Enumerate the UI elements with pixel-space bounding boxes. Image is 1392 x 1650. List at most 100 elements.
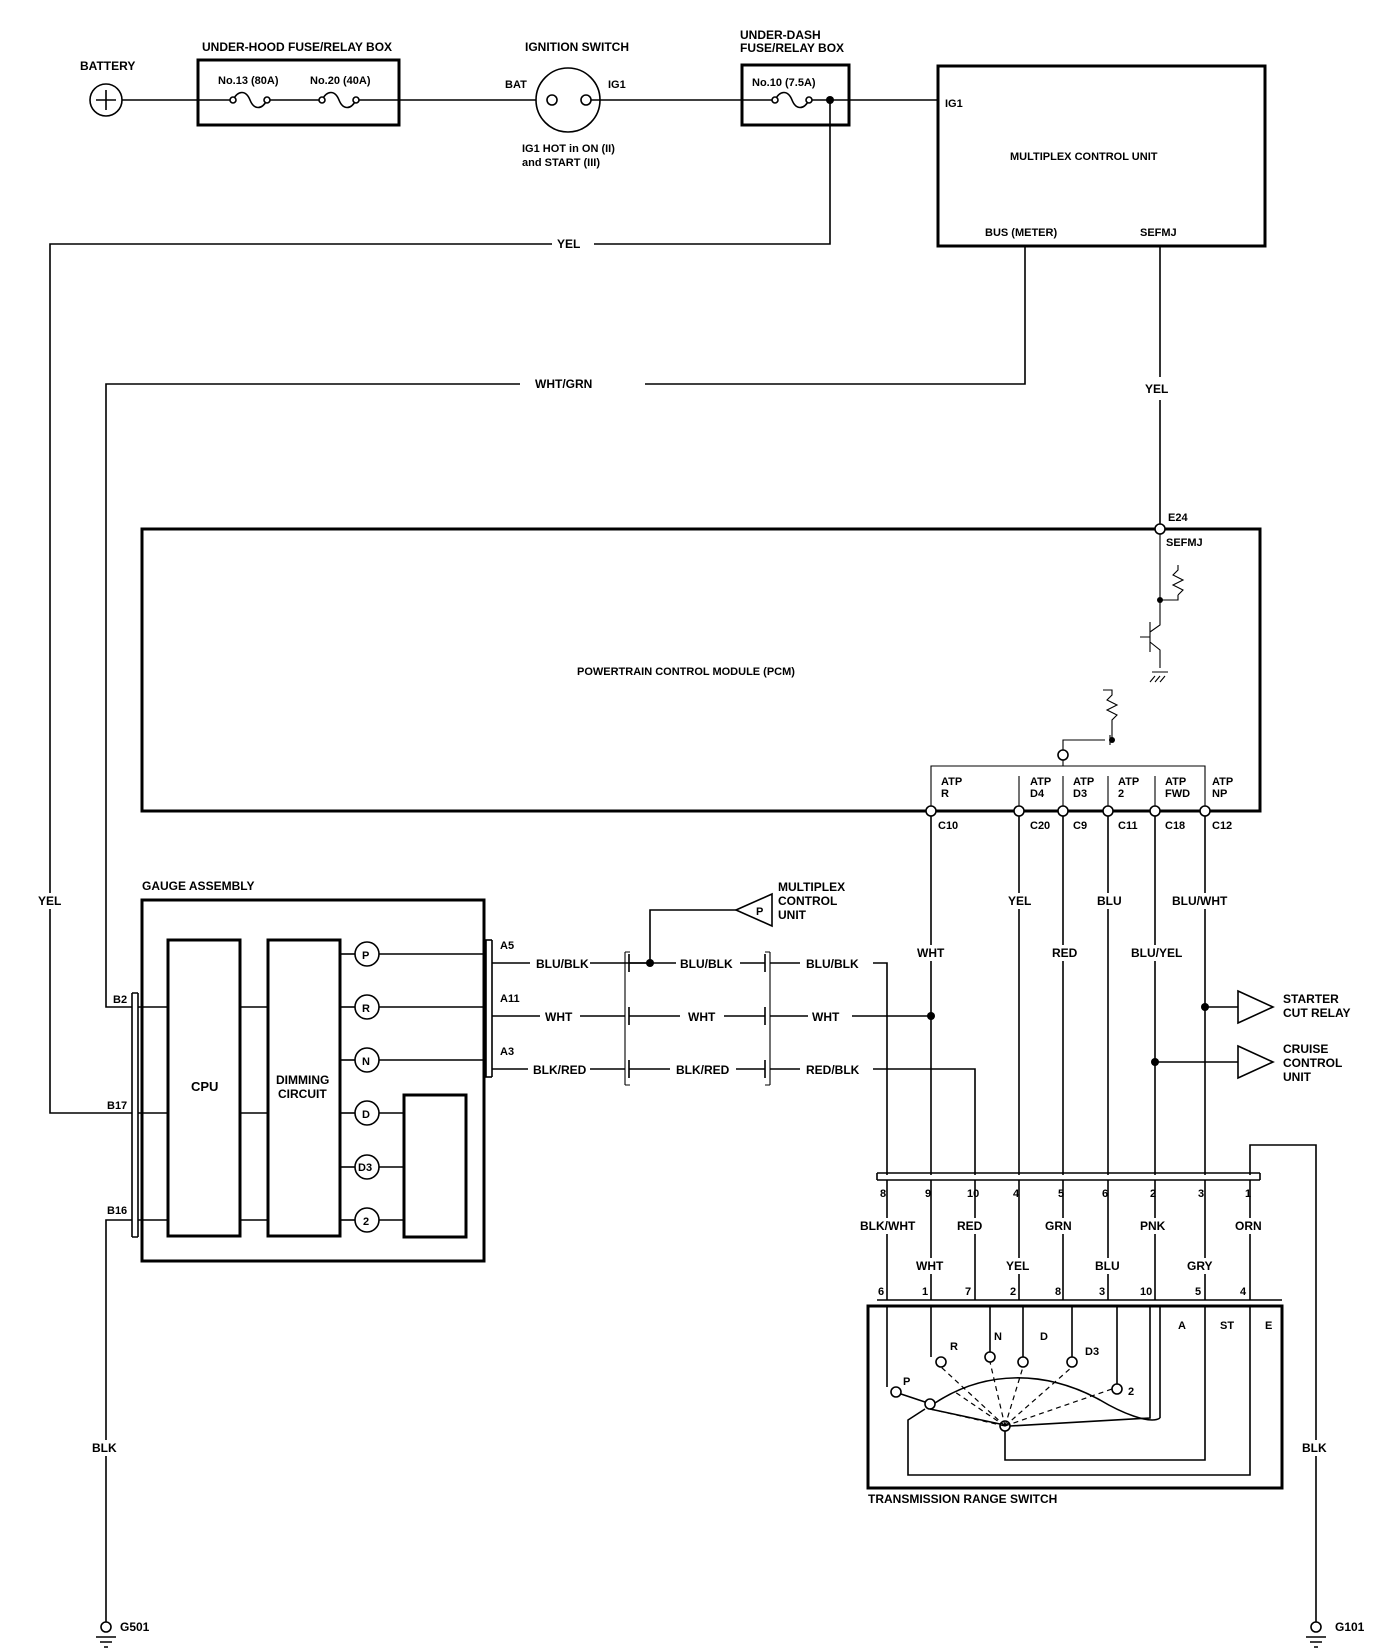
- pin-b17: B17: [107, 1100, 127, 1112]
- mid-blk-red-label: BLK/RED: [676, 1063, 730, 1077]
- svg-text:ATP: ATP: [941, 776, 962, 788]
- ground-g501: BLK: [90, 1219, 132, 1648]
- svg-text:10: 10: [967, 1188, 979, 1200]
- svg-text:ATP: ATP: [1073, 776, 1094, 788]
- pin-c11: C11: [1118, 820, 1138, 832]
- pcm-e24-label: E24: [1168, 512, 1188, 524]
- svg-text:D3: D3: [358, 1162, 372, 1174]
- c20-yel-label: YEL: [1008, 894, 1031, 908]
- svg-text:D3: D3: [1073, 788, 1087, 800]
- svg-text:2: 2: [1150, 1188, 1156, 1200]
- multiplex-ref-arrow: [734, 892, 773, 928]
- ground-g101: BLK: [1300, 1440, 1332, 1648]
- bat-label: BAT: [505, 79, 527, 91]
- svg-text:ATP: ATP: [1118, 776, 1139, 788]
- svg-text:R: R: [362, 1003, 370, 1015]
- pcm-input-fwd: ATP FWD C18: [1149, 776, 1190, 832]
- svg-text:D4: D4: [1030, 788, 1045, 800]
- contact-2: [1111, 1383, 1123, 1395]
- starter-label-1: STARTER: [1283, 992, 1339, 1006]
- contact-d3: [1066, 1356, 1078, 1368]
- pcm-title: POWERTRAIN CONTROL MODULE (PCM): [577, 666, 795, 678]
- pcm-input-2: ATP 2 C11: [1102, 776, 1139, 832]
- pin-c10: C10: [938, 820, 958, 832]
- right-red-blk-label: RED/BLK: [806, 1063, 860, 1077]
- fuse-13-label: No.13 (80A): [218, 75, 279, 87]
- multiplex-control-unit: IG1 MULTIPLEX CONTROL UNIT BUS (METER) S…: [936, 64, 1267, 248]
- svg-text:FWD: FWD: [1165, 788, 1190, 800]
- svg-text:2: 2: [363, 1216, 369, 1228]
- svg-text:9: 9: [925, 1188, 931, 1200]
- indicator-2: 2: [340, 1207, 404, 1233]
- orn-label: ORN: [1235, 1219, 1262, 1233]
- pin-a11: A11: [500, 993, 520, 1005]
- svg-text:2: 2: [1010, 1286, 1016, 1298]
- battery: BATTERY: [80, 59, 135, 117]
- svg-text:ATP: ATP: [1165, 776, 1186, 788]
- svg-text:7: 7: [965, 1286, 971, 1298]
- gauge-blk-red-label: BLK/RED: [533, 1063, 587, 1077]
- underhood-fuse-box: UNDER-HOOD FUSE/RELAY BOX No.13 (80A) No…: [196, 40, 401, 127]
- pin3-blu-label: BLU: [1095, 1259, 1120, 1273]
- svg-text:4: 4: [1013, 1188, 1020, 1200]
- svg-text:R: R: [941, 788, 949, 800]
- indicator-p: P: [340, 941, 380, 967]
- ig1-label: IG1: [608, 79, 626, 91]
- svg-text:NP: NP: [1212, 788, 1227, 800]
- svg-text:3: 3: [1099, 1286, 1105, 1298]
- multiplex-ref-badge: P: [756, 906, 763, 918]
- svg-text:D: D: [362, 1109, 370, 1121]
- transmission-range-switch: TRANSMISSION RANGE SWITCH A ST E P R N D…: [866, 1304, 1284, 1506]
- g501-blk-wire: [105, 1219, 132, 1627]
- indicator-d3: D3: [340, 1154, 404, 1180]
- sefmj-yel-label: YEL: [1145, 382, 1168, 396]
- contact-n: [984, 1351, 996, 1363]
- pcm-input-r: ATP R C10: [925, 776, 962, 832]
- cpu-label: CPU: [191, 1079, 218, 1094]
- ignition-switch-label: IGNITION SWITCH: [525, 40, 629, 54]
- mid-blu-blk-label: BLU/BLK: [680, 957, 733, 971]
- gauge-wht-label: WHT: [545, 1010, 573, 1024]
- cruise-label-2: CONTROL: [1283, 1056, 1342, 1070]
- svg-text:6: 6: [878, 1286, 884, 1298]
- dimming-circuit-box: [266, 938, 342, 1238]
- svg-text:5: 5: [1195, 1286, 1201, 1298]
- right-wht-label: WHT: [812, 1010, 840, 1024]
- gauge-blu-blk-label: BLU/BLK: [536, 957, 589, 971]
- mcu-sefmj-label: SEFMJ: [1140, 227, 1177, 239]
- svg-text:N: N: [362, 1056, 370, 1068]
- trs-st-label: ST: [1220, 1320, 1234, 1332]
- svg-text:P: P: [362, 950, 369, 962]
- pin-b16: B16: [107, 1205, 127, 1217]
- wht-grn-wire-left: [105, 383, 520, 1008]
- pin-c9: C9: [1073, 820, 1087, 832]
- mcu-title: MULTIPLEX CONTROL UNIT: [1010, 151, 1158, 163]
- dimming-label-1: DIMMING: [276, 1073, 329, 1087]
- svg-text:5: 5: [1058, 1188, 1064, 1200]
- g501-label: G501: [120, 1620, 150, 1634]
- trs-a-label: A: [1178, 1320, 1186, 1332]
- gry-label: GRY: [1187, 1259, 1213, 1273]
- multiplex-ref-label-2: CONTROL: [778, 894, 837, 908]
- indicator-drive-box: [402, 1093, 468, 1239]
- svg-text:D: D: [1040, 1331, 1048, 1343]
- svg-text:8: 8: [1055, 1286, 1061, 1298]
- cpu-box: [166, 938, 242, 1238]
- gauge-title: GAUGE ASSEMBLY: [142, 879, 254, 893]
- blk-wht-label: BLK/WHT: [860, 1219, 916, 1233]
- underdash-label-2: FUSE/RELAY BOX: [740, 41, 844, 55]
- grn-label: GRN: [1045, 1219, 1072, 1233]
- svg-text:D3: D3: [1085, 1346, 1099, 1358]
- inline-connector-2: [764, 951, 771, 1086]
- svg-text:ATP: ATP: [1030, 776, 1051, 788]
- g501-blk-label: BLK: [92, 1441, 117, 1455]
- inline-connector-1: [624, 951, 630, 1086]
- pin1-wht-label: WHT: [916, 1259, 944, 1273]
- mcu-ig1-label: IG1: [945, 98, 963, 110]
- multiplex-ref-label-1: MULTIPLEX: [778, 880, 845, 894]
- right-blu-blk-label: BLU/BLK: [806, 957, 859, 971]
- pin-c12: C12: [1212, 820, 1232, 832]
- pin2-yel-label: YEL: [1006, 1259, 1029, 1273]
- svg-text:6: 6: [1102, 1188, 1108, 1200]
